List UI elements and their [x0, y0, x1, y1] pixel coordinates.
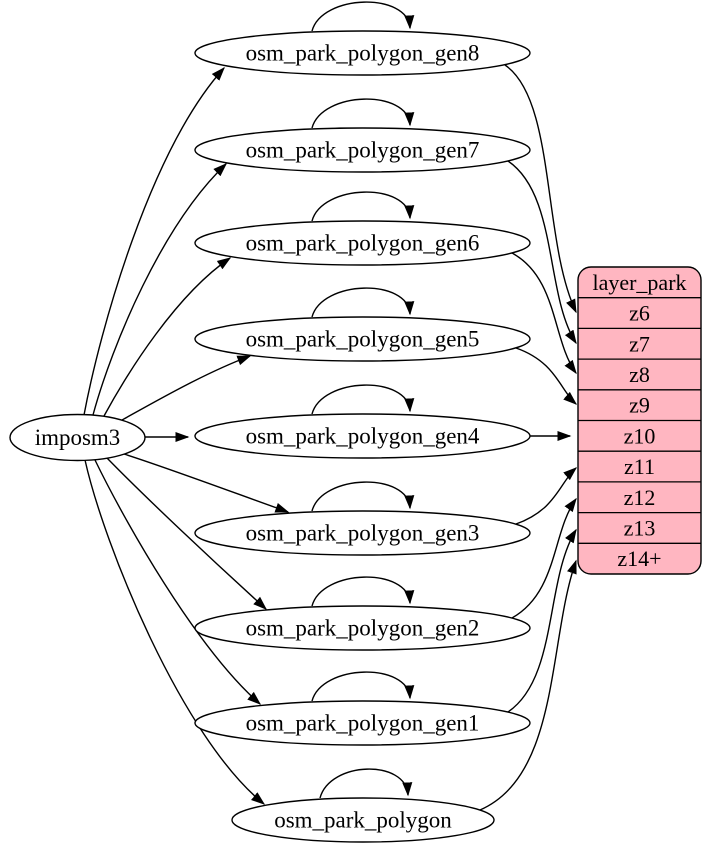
edge-imposm3-to-gen6 — [103, 257, 232, 417]
gen1-ellipse — [194, 700, 531, 746]
edge-imposm3-to-gen3 — [123, 453, 290, 513]
gen8-label: osm_park_polygon_gen8 — [246, 41, 480, 66]
layer-row-z14: z14+ — [617, 546, 661, 571]
node-osm-park-polygon-gen1: osm_park_polygon_gen1 — [194, 700, 531, 746]
layer-row-z10: z10 — [624, 423, 656, 448]
edge-gen6-to-z8 — [511, 252, 577, 375]
edge-gen8-to-z6 — [504, 64, 577, 314]
gen1-label: osm_park_polygon_gen1 — [246, 711, 480, 736]
gen5-label: osm_park_polygon_gen5 — [246, 327, 480, 352]
gen7-ellipse — [194, 127, 531, 173]
edge-imposm3-to-gen7 — [92, 163, 228, 416]
imposm3-ellipse — [9, 413, 146, 462]
layer-row-z8: z8 — [629, 362, 650, 387]
gen7-label: osm_park_polygon_gen7 — [246, 138, 480, 163]
node-osm-park-polygon-gen5: osm_park_polygon_gen5 — [194, 316, 531, 362]
edge-gen2-to-z12 — [511, 497, 577, 619]
layer-row-z7: z7 — [629, 331, 650, 356]
node-osm-park-polygon-gen7: osm_park_polygon_gen7 — [194, 127, 531, 173]
self-loop-gen4 — [311, 384, 415, 415]
gen3-ellipse — [194, 510, 531, 556]
self-loop-gen3 — [311, 481, 415, 512]
self-loop-gen8 — [311, 1, 415, 32]
layer-row-z13: z13 — [624, 516, 656, 541]
gen2-label: osm_park_polygon_gen2 — [246, 616, 480, 641]
self-loop-polygon — [319, 768, 413, 799]
layer-row-z11: z11 — [624, 454, 655, 479]
gen8-ellipse — [194, 30, 531, 76]
self-loop-gen5 — [311, 287, 415, 318]
self-loop-gen6 — [311, 191, 415, 222]
edge-polygon-to-z14 — [479, 559, 577, 811]
edge-gen1-to-z13 — [507, 528, 577, 713]
node-imposm3: imposm3 — [9, 413, 146, 462]
edge-layer — [83, 1, 578, 811]
gen4-ellipse — [194, 413, 531, 459]
edge-imposm3-to-gen2 — [106, 457, 268, 610]
gen4-label: osm_park_polygon_gen4 — [246, 424, 480, 449]
self-loop-gen7 — [311, 98, 415, 129]
imposm3-label: imposm3 — [35, 425, 121, 450]
gen3-label: osm_park_polygon_gen3 — [246, 521, 480, 546]
node-osm-park-polygon-gen4: osm_park_polygon_gen4 — [194, 413, 531, 459]
polygon-label: osm_park_polygon — [274, 808, 452, 833]
node-osm-park-polygon: osm_park_polygon — [231, 797, 495, 843]
layer-park-title: layer_park — [592, 270, 686, 295]
edge-imposm3-to-polygon — [84, 459, 266, 805]
node-osm-park-polygon-gen2: osm_park_polygon_gen2 — [194, 605, 531, 651]
edge-gen5-to-z9 — [515, 347, 578, 405]
edge-imposm3-to-gen5 — [121, 355, 252, 421]
edge-gen7-to-z7 — [507, 160, 577, 345]
self-loop-gen1 — [311, 671, 415, 702]
node-layer-park: layer_park z6 z7 z8 z9 z10 z11 z12 z13 z… — [577, 266, 702, 575]
gen6-label: osm_park_polygon_gen6 — [246, 231, 480, 256]
polygon-ellipse — [231, 797, 495, 843]
edge-gen3-to-z11 — [515, 467, 578, 525]
gen2-ellipse — [194, 605, 531, 651]
edge-imposm3-to-gen8 — [83, 66, 225, 416]
node-osm-park-polygon-gen6: osm_park_polygon_gen6 — [194, 220, 531, 266]
gen5-ellipse — [194, 316, 531, 362]
layer-row-z12: z12 — [624, 485, 656, 510]
layer-row-z9: z9 — [629, 393, 650, 418]
gen6-ellipse — [194, 220, 531, 266]
node-osm-park-polygon-gen3: osm_park_polygon_gen3 — [194, 510, 531, 556]
node-osm-park-polygon-gen8: osm_park_polygon_gen8 — [194, 30, 531, 76]
self-loop-gen2 — [311, 576, 415, 607]
edge-imposm3-to-gen1 — [94, 459, 262, 705]
layer-row-z6: z6 — [629, 301, 650, 326]
